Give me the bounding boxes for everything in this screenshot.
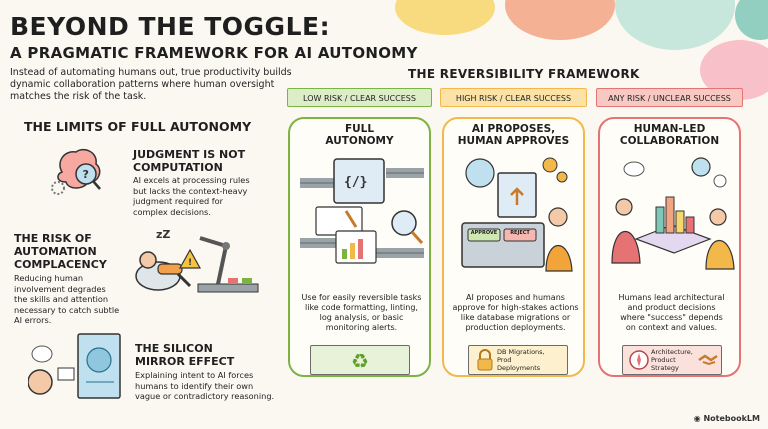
card-text-line: Humans lead architectural bbox=[618, 293, 725, 302]
item-1-text-line: judgment required for bbox=[133, 196, 224, 206]
brand-label: NotebookLM bbox=[703, 414, 760, 423]
approve-button[interactable]: APPROVE bbox=[470, 230, 498, 236]
card-title: FULL AUTONOMY bbox=[290, 123, 429, 147]
box-label: Architecture, Product Strategy bbox=[651, 348, 693, 372]
item-1-text: AI excels at processing rules but lacks … bbox=[133, 175, 250, 217]
decor-blob-yellow bbox=[395, 0, 495, 35]
card-text-line: where "success" depends bbox=[620, 313, 723, 322]
card-title-line: FULL bbox=[344, 123, 375, 135]
box-label-line: Architecture, bbox=[651, 348, 693, 356]
item-3-title: THE SILICON MIRROR EFFECT bbox=[135, 342, 234, 368]
box-label-line: Product bbox=[651, 356, 676, 364]
item-1-text-line: AI excels at processing rules bbox=[133, 175, 250, 185]
box-recycle: ♻ bbox=[310, 345, 410, 375]
collaboration-scene-icon bbox=[606, 153, 737, 277]
item-3-text-line: humans to identify their own bbox=[135, 380, 254, 391]
svg-text:{/}: {/} bbox=[344, 175, 367, 190]
item-2-text: Reducing human involvement degrades the … bbox=[14, 273, 119, 326]
item-3-title-line: THE SILICON bbox=[135, 342, 213, 355]
item-2-text-line: involvement degrades bbox=[14, 283, 106, 294]
card-text-line: production deployments. bbox=[465, 323, 566, 332]
svg-text:zZ: zZ bbox=[156, 228, 170, 241]
card-text: Humans lead architectural and product de… bbox=[606, 293, 737, 333]
card-title-line: HUMAN-LED bbox=[633, 123, 706, 135]
card-title-line: HUMAN APPROVES bbox=[457, 135, 570, 147]
page-subtitle: A PRAGMATIC FRAMEWORK FOR AI AUTONOMY bbox=[10, 44, 418, 62]
sleeping-person-robot-arm-icon: zZ ! bbox=[128, 224, 283, 304]
card-text-line: log analysis, or basic bbox=[319, 313, 404, 322]
approval-console-icon bbox=[450, 153, 581, 277]
card-title: AI PROPOSES, HUMAN APPROVES bbox=[444, 123, 583, 147]
card-title-line: AUTONOMY bbox=[325, 135, 394, 147]
framework-heading: THE REVERSIBILITY FRAMEWORK bbox=[408, 67, 640, 81]
item-2-title: THE RISK OF AUTOMATION COMPLACENCY bbox=[14, 232, 107, 271]
item-2-text-line: Reducing human bbox=[14, 273, 84, 283]
card-title-line: AI PROPOSES, bbox=[471, 123, 556, 135]
item-3-text-line: Explaining intent to AI forces bbox=[135, 370, 254, 380]
box-label-line: Deployments bbox=[497, 364, 541, 372]
decor-blob-green bbox=[615, 0, 735, 50]
pipeline-icon: {/} bbox=[296, 153, 427, 277]
item-2-text-line: necessary to catch subtle bbox=[14, 304, 120, 315]
item-2-text-line: the skills and attention bbox=[14, 294, 109, 304]
item-2-title-line: THE RISK OF bbox=[14, 232, 92, 245]
page-title: BEYOND THE TOGGLE: bbox=[10, 12, 331, 41]
mirror-face-icon bbox=[27, 332, 123, 402]
lock-icon bbox=[477, 349, 493, 371]
notebooklm-logo-icon: ◉ bbox=[693, 414, 701, 423]
card-text-line: on context and values. bbox=[625, 323, 718, 332]
card-title: HUMAN-LED COLLABORATION bbox=[600, 123, 739, 147]
card-text-line: like database migrations or bbox=[460, 313, 571, 322]
card-title-line: COLLABORATION bbox=[619, 135, 720, 147]
tag-any-risk: ANY RISK / UNCLEAR SUCCESS bbox=[596, 88, 743, 107]
tag-low-risk: LOW RISK / CLEAR SUCCESS bbox=[287, 88, 432, 107]
item-2-text-line: AI errors. bbox=[14, 315, 52, 325]
card-text-line: AI proposes and humans bbox=[466, 293, 565, 302]
item-3-text-line: vague or contradictory reasoning. bbox=[135, 391, 275, 401]
card-text-line: approve for high-stakes actions bbox=[452, 303, 579, 312]
item-1-text-line: complex decisions. bbox=[133, 206, 211, 217]
decor-blob-orange bbox=[505, 0, 615, 40]
item-2-title-line: COMPLACENCY bbox=[14, 258, 107, 271]
card-text: Use for easily reversible tasks like cod… bbox=[296, 293, 427, 333]
item-1-title-line: COMPUTATION bbox=[133, 161, 223, 174]
box-label: DB Migrations, Prod Deployments bbox=[497, 348, 545, 372]
svg-text:?: ? bbox=[83, 168, 89, 181]
compass-icon bbox=[629, 350, 649, 370]
item-3-text: Explaining intent to AI forces humans to… bbox=[135, 370, 274, 402]
box-db-migrations: DB Migrations, Prod Deployments bbox=[468, 345, 568, 375]
svg-text:!: ! bbox=[188, 258, 192, 268]
card-text-line: monitoring alerts. bbox=[325, 323, 398, 332]
item-3-title-line: MIRROR EFFECT bbox=[135, 355, 235, 368]
reject-button[interactable]: REJECT bbox=[510, 230, 530, 236]
card-human-led: HUMAN-LED COLLABORATION Humans lead arch… bbox=[598, 117, 741, 377]
box-architecture: Architecture, Product Strategy bbox=[622, 345, 722, 375]
intro-text: Instead of automating humans out, true p… bbox=[10, 67, 292, 102]
card-ai-proposes: AI PROPOSES, HUMAN APPROVES APPROVE REJE… bbox=[442, 117, 585, 377]
box-label-line: DB Migrations, bbox=[497, 348, 545, 356]
box-label-line: Prod bbox=[497, 356, 512, 364]
notebooklm-brand: ◉ NotebookLM bbox=[694, 414, 760, 423]
item-1-text-line: but lacks the context-heavy bbox=[133, 185, 248, 196]
card-text-line: Use for easily reversible tasks bbox=[301, 293, 422, 302]
item-1-title: JUDGMENT IS NOT COMPUTATION bbox=[133, 148, 245, 174]
item-1-title-line: JUDGMENT IS NOT bbox=[133, 148, 246, 161]
item-2-title-line: AUTOMATION bbox=[14, 245, 97, 258]
card-full-autonomy: FULL AUTONOMY {/} Use for easily reversi… bbox=[288, 117, 431, 377]
box-label-line: Strategy bbox=[651, 364, 679, 372]
card-text-line: and product decisions bbox=[627, 303, 716, 312]
tag-high-risk: HIGH RISK / CLEAR SUCCESS bbox=[440, 88, 587, 107]
limits-heading: THE LIMITS OF FULL AUTONOMY bbox=[24, 119, 252, 134]
brain-gear-icon: ? bbox=[48, 142, 110, 204]
card-text-line: like code formatting, linting, bbox=[305, 303, 418, 312]
card-text: AI proposes and humans approve for high-… bbox=[450, 293, 581, 333]
decor-blob-teal bbox=[735, 0, 768, 40]
handshake-icon bbox=[698, 354, 718, 366]
recycle-icon: ♻ bbox=[351, 349, 369, 373]
svg-text:♻: ♻ bbox=[351, 349, 369, 373]
